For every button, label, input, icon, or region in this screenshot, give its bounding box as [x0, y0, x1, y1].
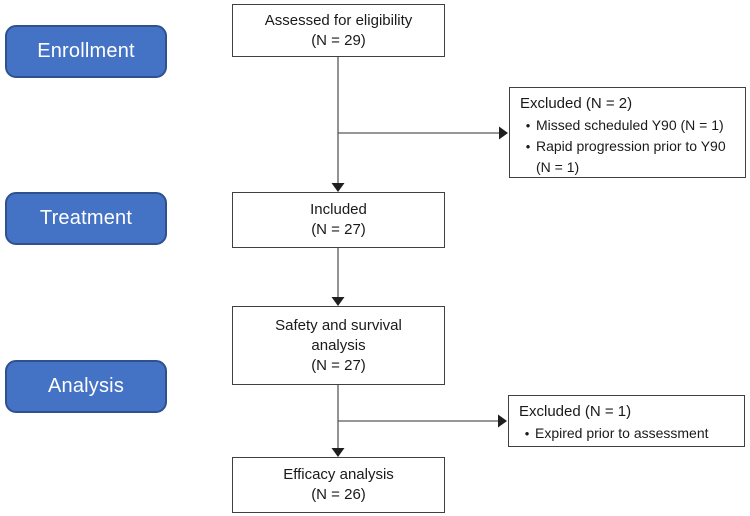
- stage-label-treatment: Treatment: [5, 192, 167, 245]
- box-n-value: (N = 29): [311, 31, 366, 49]
- box-included: Included (N = 27): [232, 192, 445, 248]
- box-text-line: Assessed for eligibility: [264, 11, 413, 29]
- excluded-reason: Missed scheduled Y90 (N = 1): [536, 117, 724, 133]
- arrow-assessed-to-included-head: [331, 183, 345, 192]
- excluded-bullet-item: • Expired prior to assessment: [519, 423, 738, 444]
- box-text-line: Efficacy analysis: [283, 466, 394, 483]
- box-text-line: Safety and survival: [275, 316, 402, 334]
- excluded-bullet-item: • Missed scheduled Y90 (N = 1): [520, 115, 739, 136]
- box-n-value: (N = 27): [311, 221, 366, 238]
- excluded-bullet-item: • Rapid progression prior to Y90 (N = 1): [520, 136, 739, 178]
- bullet-icon: •: [524, 426, 530, 441]
- box-n-value: (N = 26): [311, 486, 366, 503]
- bullet-icon: •: [525, 118, 531, 133]
- excluded-reason: Rapid progression prior to Y90 (N = 1): [536, 138, 726, 175]
- arrow-included-to-safety-head: [331, 297, 345, 306]
- box-excluded-top: Excluded (N = 2) • Missed scheduled Y90 …: [509, 87, 746, 178]
- excluded-title: Excluded (N = 1): [519, 403, 632, 420]
- stage-label-text: Analysis: [47, 375, 125, 397]
- stage-label-enrollment: Enrollment: [5, 25, 167, 78]
- box-assessed-for-eligibility: Assessed for eligibility (N = 29): [232, 4, 445, 57]
- bullet-icon: •: [525, 139, 531, 154]
- box-efficacy-analysis: Efficacy analysis (N = 26): [232, 457, 445, 513]
- box-safety-survival-analysis: Safety and survival analysis (N = 27): [232, 306, 445, 385]
- excluded-reason: Expired prior to assessment: [535, 425, 709, 441]
- box-text-line: analysis: [311, 336, 366, 354]
- stage-label-text: Enrollment: [37, 40, 135, 62]
- branch-to-excluded-bottom-head: [498, 414, 507, 428]
- box-excluded-bottom: Excluded (N = 1) • Expired prior to asse…: [508, 395, 745, 447]
- excluded-title: Excluded (N = 2): [520, 95, 633, 112]
- stage-label-analysis: Analysis: [5, 360, 167, 413]
- arrow-safety-to-efficacy-head: [331, 448, 345, 457]
- branch-to-excluded-top-head: [499, 126, 508, 140]
- box-n-value: (N = 27): [311, 356, 366, 374]
- box-text-line: Included: [310, 201, 367, 218]
- stage-label-text: Treatment: [39, 207, 133, 229]
